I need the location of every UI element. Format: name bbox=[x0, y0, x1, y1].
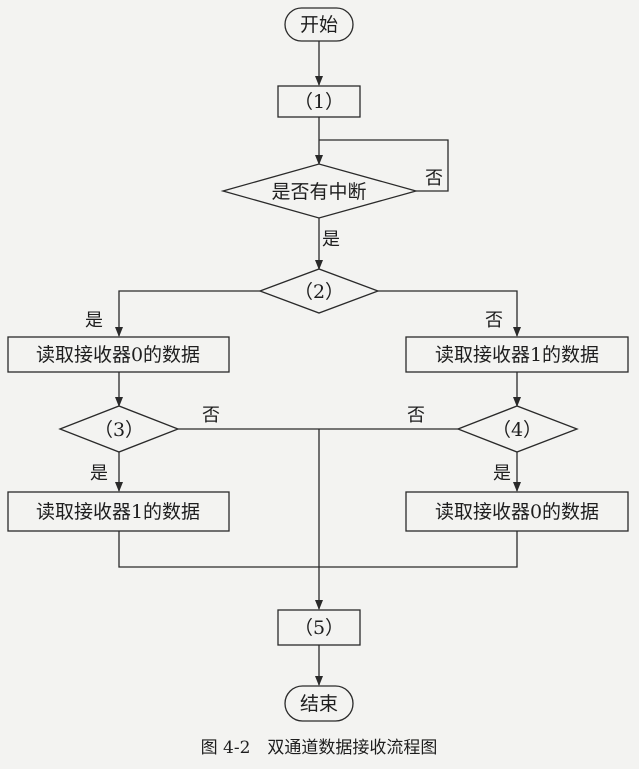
read-right-top-label: 读取接收器1的数据 bbox=[435, 344, 599, 366]
step3-decision bbox=[58, 405, 180, 453]
start-terminal bbox=[284, 7, 354, 42]
figure-caption: 图 4-2 双通道数据接收流程图 bbox=[201, 738, 438, 758]
read-right-bottom-label: 读取接收器0的数据 bbox=[435, 501, 599, 523]
edge-right-bottom-merge bbox=[319, 531, 518, 568]
edge-step2-yes bbox=[115, 290, 260, 337]
step2-no-label: 否 bbox=[485, 310, 503, 331]
step4-decision bbox=[456, 405, 579, 453]
start-label: 开始 bbox=[300, 14, 338, 36]
interrupt-yes-label: 是 bbox=[322, 229, 340, 250]
step5-box bbox=[277, 609, 361, 646]
step4-yes-label: 是 bbox=[493, 463, 511, 484]
edge-left-bottom-merge bbox=[118, 531, 319, 568]
step3-yes-label: 是 bbox=[90, 463, 108, 484]
interrupt-no-label: 否 bbox=[425, 168, 443, 189]
step3-label: （3） bbox=[94, 419, 144, 441]
step5-label: （5） bbox=[294, 617, 344, 639]
read-right-top-box bbox=[405, 336, 629, 373]
step3-no-label: 否 bbox=[202, 405, 220, 426]
step4-label: （4） bbox=[492, 419, 542, 441]
interrupt-label: 是否有中断 bbox=[271, 181, 366, 203]
interrupt-decision bbox=[220, 163, 419, 219]
end-terminal bbox=[284, 685, 354, 722]
read-left-bottom-label: 读取接收器1的数据 bbox=[36, 501, 200, 523]
read-left-top-label: 读取接收器0的数据 bbox=[36, 344, 200, 366]
edge-interrupt-no-loop bbox=[319, 139, 449, 192]
step4-no-label: 否 bbox=[407, 405, 425, 426]
step1-label: （1） bbox=[294, 91, 344, 113]
read-right-bottom-box bbox=[405, 491, 629, 532]
step2-decision bbox=[258, 268, 380, 314]
read-left-bottom-box bbox=[7, 491, 230, 532]
read-left-top-box bbox=[7, 336, 230, 373]
edge-step2-no bbox=[378, 290, 521, 337]
step2-label: （2） bbox=[294, 281, 344, 303]
step2-yes-label: 是 bbox=[85, 310, 103, 331]
step1-box bbox=[277, 85, 361, 118]
end-label: 结束 bbox=[300, 693, 338, 715]
